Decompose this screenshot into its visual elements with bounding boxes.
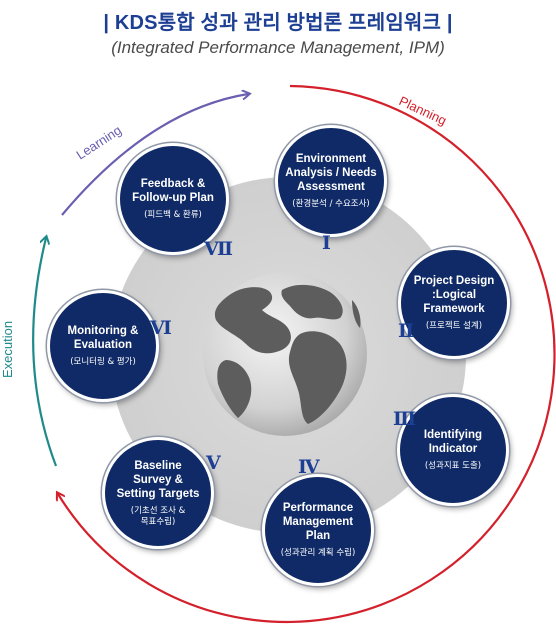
step-7-number: Ⅶ [204, 239, 233, 260]
step-7-title: Feedback & Follow-up Plan [132, 178, 214, 204]
step-1-title: Environment Analysis / Needs Assessment [285, 153, 377, 193]
phase-label-execution: Execution [0, 321, 15, 378]
step-6-number: Ⅵ [150, 318, 172, 339]
step-4-subtitle: (성과관리 계획 수립) [280, 548, 356, 558]
step-6-subtitle: (모니터링 & 평가) [70, 357, 136, 367]
step-monitoring-evaluation: Monitoring & Evaluation (모니터링 & 평가) [47, 290, 159, 402]
step-6-title: Monitoring & Evaluation [67, 325, 139, 351]
step-3-number: Ⅲ [393, 409, 417, 430]
execution-arrow [32, 238, 58, 467]
step-1-number: Ⅰ [322, 233, 331, 254]
step-2-subtitle: (프로젝트 설계) [425, 321, 483, 331]
step-environment-analysis: Environment Analysis / Needs Assessment … [275, 125, 387, 237]
globe-icon [203, 272, 367, 436]
step-7-subtitle: (피드백 & 환류) [144, 210, 202, 220]
step-5-title: Baseline Survey & Setting Targets [116, 459, 200, 500]
step-3-subtitle: (성과지표 도출) [424, 461, 482, 471]
step-2-title: Project Design :Logical Framework [413, 275, 495, 315]
step-5-number: Ⅴ [206, 453, 221, 474]
step-5-subtitle: (기초선 조사 & 목표수립) [130, 505, 186, 527]
step-3-title: Identifying Indicator [423, 429, 483, 455]
step-4-number: Ⅳ [298, 457, 320, 478]
step-feedback-follow-up: Feedback & Follow-up Plan (피드백 & 환류) [117, 143, 229, 255]
step-1-subtitle: (환경분석 / 수요조사) [292, 199, 370, 209]
step-4-title: Performance Management Plan [282, 502, 354, 542]
step-2-number: Ⅱ [398, 321, 415, 342]
phase-label-learning: Learning [73, 122, 124, 162]
step-baseline-survey: Baseline Survey & Setting Targets (기초선 조… [102, 437, 214, 549]
planning-arrow [58, 84, 556, 624]
diagram-subtitle: (Integrated Performance Management, IPM) [111, 38, 445, 57]
learning-arrow [61, 94, 248, 216]
step-performance-management-plan: Performance Management Plan (성과관리 계획 수립) [262, 474, 374, 586]
diagram-title: | KDS통합 성과 관리 방법론 프레임워크 | [103, 12, 453, 34]
step-identifying-indicator: Identifying Indicator (성과지표 도출) [397, 394, 509, 506]
step-project-design: Project Design :Logical Framework (프로젝트 … [398, 247, 510, 359]
